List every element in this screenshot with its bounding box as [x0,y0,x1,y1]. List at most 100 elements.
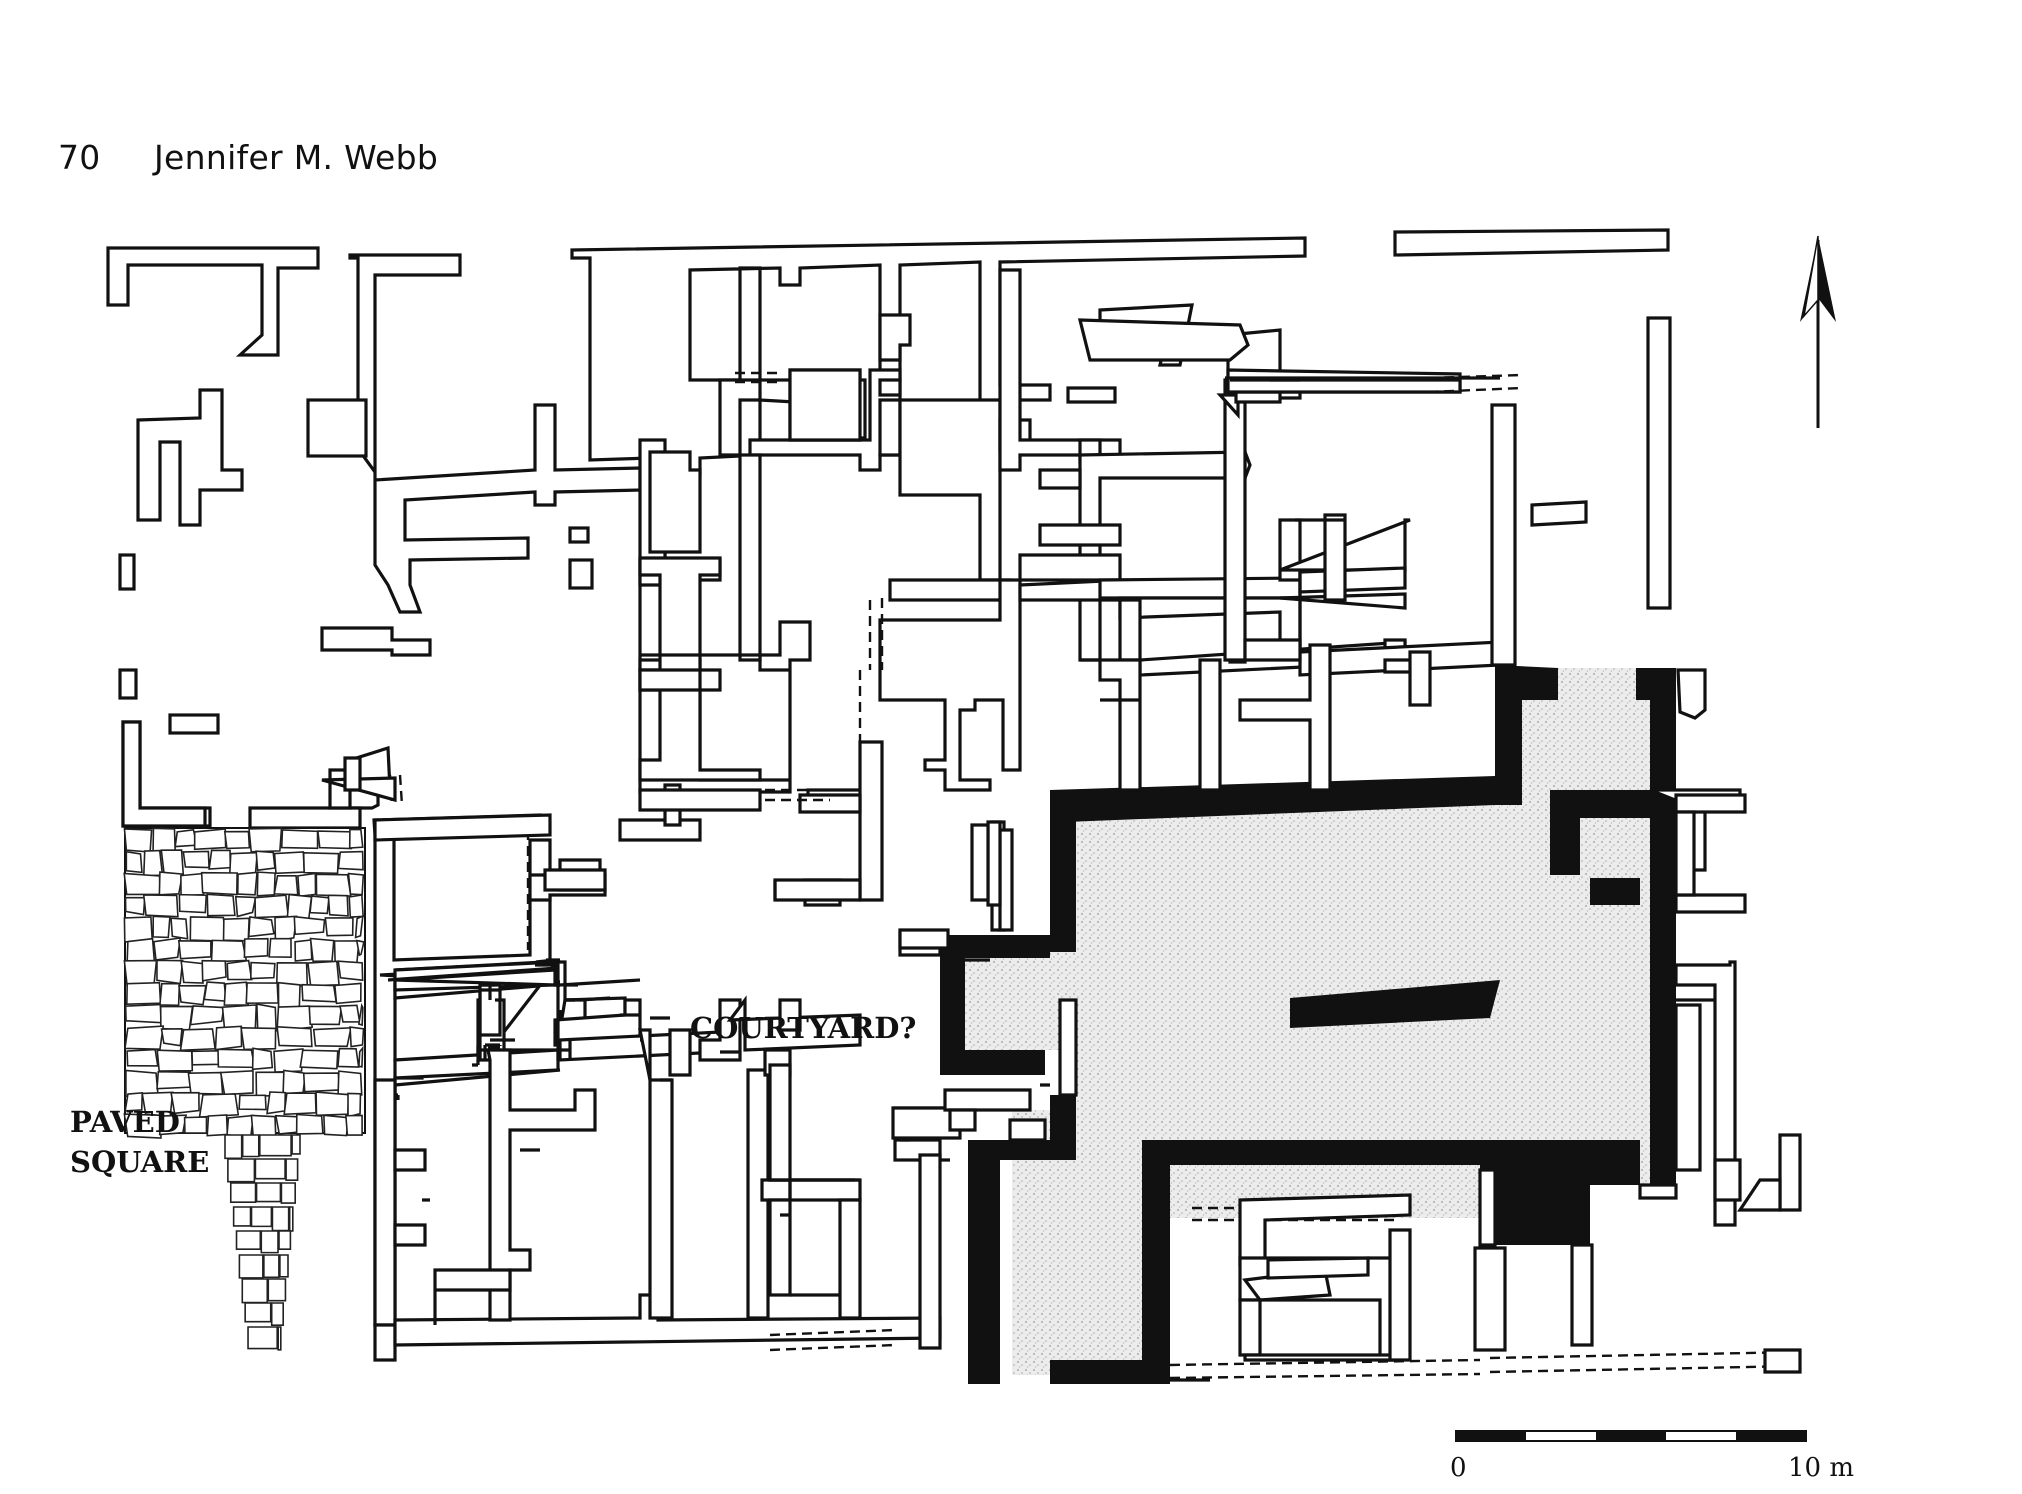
paving-stone [224,1134,243,1160]
paving-stone [333,982,362,1005]
paving-stone [226,1114,255,1139]
paving-stone [126,937,156,963]
paving-stone [203,981,228,1003]
paving-stone [210,939,248,963]
paving-stone [254,894,290,919]
paving-stone [214,1025,243,1051]
paving-stone [187,1071,224,1095]
paving-stone [182,850,210,869]
outline-walls-upper [638,368,867,812]
paving-stone [198,1093,240,1118]
paving-stone [234,895,257,918]
paving-stone [221,1004,258,1030]
paving-stone [294,939,313,962]
scale-start-label: 0 [1450,1453,1467,1483]
running-head: 70 Jennifer M. Webb [58,138,438,177]
paving-stone [236,871,258,896]
paving-stone [301,983,338,1003]
paving-stone [243,937,269,958]
paving-stone [256,871,276,897]
paving-stone [247,1326,278,1350]
paving-stone [125,850,143,874]
paving-stone [219,1070,254,1096]
paving-stone [282,1069,307,1095]
paving-stone [159,1005,194,1031]
paving-stone [229,1182,257,1203]
paving-stone [255,850,276,872]
paving-stone [156,1070,192,1090]
paving-stone [345,1114,363,1136]
paving-stone [309,895,330,915]
paving-stone [156,1049,194,1072]
paving-stone [247,916,275,938]
paving-stone [160,1027,183,1047]
paving-stone [266,1091,287,1115]
paving-stone [271,1206,290,1232]
paving-stone [227,1158,256,1183]
paving-stone [180,872,205,897]
paving-stone [302,851,340,875]
outline-walls-left [121,720,552,842]
paving-stone [179,1028,216,1052]
outline-walls-right [1170,1168,1802,1382]
paving-stone [309,937,335,963]
paving-stone [153,937,182,961]
paving-stone [189,916,227,942]
paving-stone [324,917,354,937]
paving-stone [315,873,352,897]
paving-stone [158,1114,188,1136]
paving-stone [174,828,198,848]
paving-stone [327,894,349,917]
paving-stone [268,937,292,959]
paving-stone [337,1047,360,1068]
paving-stone [274,915,298,943]
paving-stone [316,830,353,850]
north-arrow-icon [1800,235,1836,428]
paving-stone [293,915,326,936]
paving-stone [238,1094,267,1111]
paving-stone [267,1278,287,1302]
paving-stone [348,828,364,849]
paving-stone [249,961,276,980]
paving-stone [250,1206,273,1228]
paved-square [123,827,366,1351]
paving-stone [354,914,364,939]
paving-stone [201,959,227,982]
paving-stone [349,1026,365,1048]
paving-stone [308,1005,343,1026]
paving-stone [152,827,177,854]
paving-stone [193,828,227,851]
paving-stone [347,872,365,896]
paving-stone [206,1114,229,1137]
paving-stone [256,1003,277,1031]
paving-stone [183,1116,208,1134]
paving-stone [258,1134,292,1157]
paving-stone [286,893,313,920]
paving-stone [255,1182,282,1203]
paving-stone [240,1027,277,1051]
paving-stone [226,959,253,981]
paving-stone [299,1049,339,1070]
paving-stone [295,1113,324,1135]
paving-stone [307,960,340,987]
paving-stone [297,872,317,898]
paving-stone [333,940,360,964]
paving-stone [191,1050,221,1066]
paving-stone [348,894,364,918]
paving-stone [358,1045,364,1068]
paving-stone [241,1134,260,1158]
author-name: Jennifer M. Webb [154,138,439,177]
paving-stone [178,893,208,914]
paving-stone [245,982,280,1005]
paving-stone [322,1114,350,1137]
paving-stone [156,959,184,985]
paving-stone [278,1230,292,1251]
paving-stone [124,1025,165,1050]
paving-stone [270,1302,285,1326]
paving-stone [123,1113,162,1139]
paving-stone [238,1254,264,1279]
page-number: 70 [58,138,101,177]
paving-stone [200,871,238,896]
paving-stone [123,828,153,853]
scale-bar: 0 10 m [1450,1430,1854,1483]
